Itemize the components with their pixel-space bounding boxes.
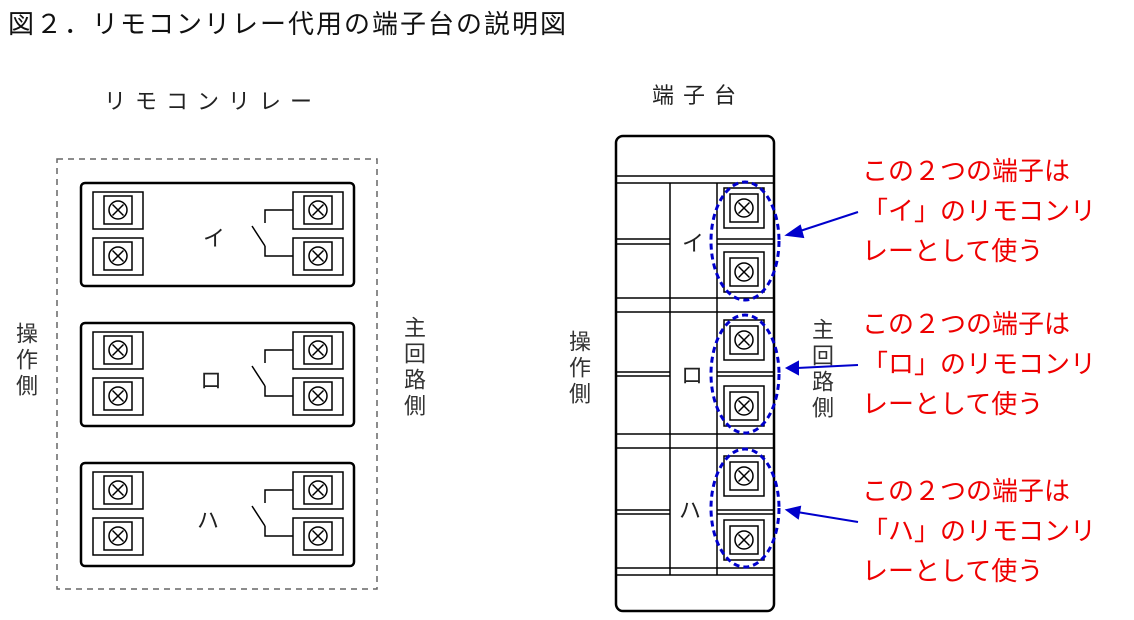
page-title: 図２．リモコンリレー代用の端子台の説明図 (8, 10, 569, 40)
highlight-ellipse-i (709, 180, 781, 302)
left-operation-side-label: 操作側 (12, 322, 37, 400)
terminal-label-ha: ハ (679, 499, 701, 524)
note-ro-line2: 「ロ」のリモコンリ (862, 350, 1097, 380)
highlight-ellipse-ro (709, 313, 781, 435)
relay-i (79, 181, 356, 288)
note-ha-line2: 「ハ」のリモコンリ (862, 517, 1097, 547)
terminal-block-heading: 端子台 (652, 84, 746, 109)
arrow-ro (796, 364, 859, 369)
note-ro-line3: レーとして使う (862, 390, 1044, 420)
arrow-ro-head (784, 360, 799, 376)
relay-label-ro: ロ (200, 369, 222, 394)
arrow-i-head (784, 224, 805, 239)
arrow-i (796, 211, 859, 233)
note-i-line2: 「イ」のリモコンリ (862, 197, 1097, 227)
relay-ha (79, 461, 356, 568)
terminal-label-i: イ (682, 232, 704, 257)
left-main-circuit-side-label: 主回路側 (400, 316, 425, 420)
note-ro-line1: この２つの端子は (862, 310, 1071, 340)
remote-relay-outline (56, 158, 378, 590)
note-i-line1: この２つの端子は (862, 157, 1071, 187)
note-i-line3: レーとして使う (862, 237, 1044, 267)
terminal-label-ro: ロ (681, 364, 703, 389)
relay-ro (79, 321, 356, 428)
note-ro: この２つの端子は 「ロ」のリモコンリ レーとして使う (862, 305, 1096, 425)
right-operation-side-label: 操作側 (565, 330, 590, 408)
note-ha-line1: この２つの端子は (862, 477, 1071, 507)
arrow-ha (796, 511, 859, 523)
terminal-block (614, 134, 776, 613)
note-i: この２つの端子は 「イ」のリモコンリ レーとして使う (862, 152, 1096, 272)
relay-label-ha: ハ (197, 509, 219, 534)
note-ha-line3: レーとして使う (862, 557, 1044, 587)
highlight-ellipse-ha (709, 447, 781, 569)
remote-relay-heading: リモコンリレー (104, 90, 322, 115)
note-ha: この２つの端子は 「ハ」のリモコンリ レーとして使う (862, 472, 1096, 592)
right-main-circuit-side-label: 主回路側 (808, 318, 833, 422)
arrow-ha-head (784, 505, 802, 520)
relay-label-i: イ (203, 227, 225, 252)
